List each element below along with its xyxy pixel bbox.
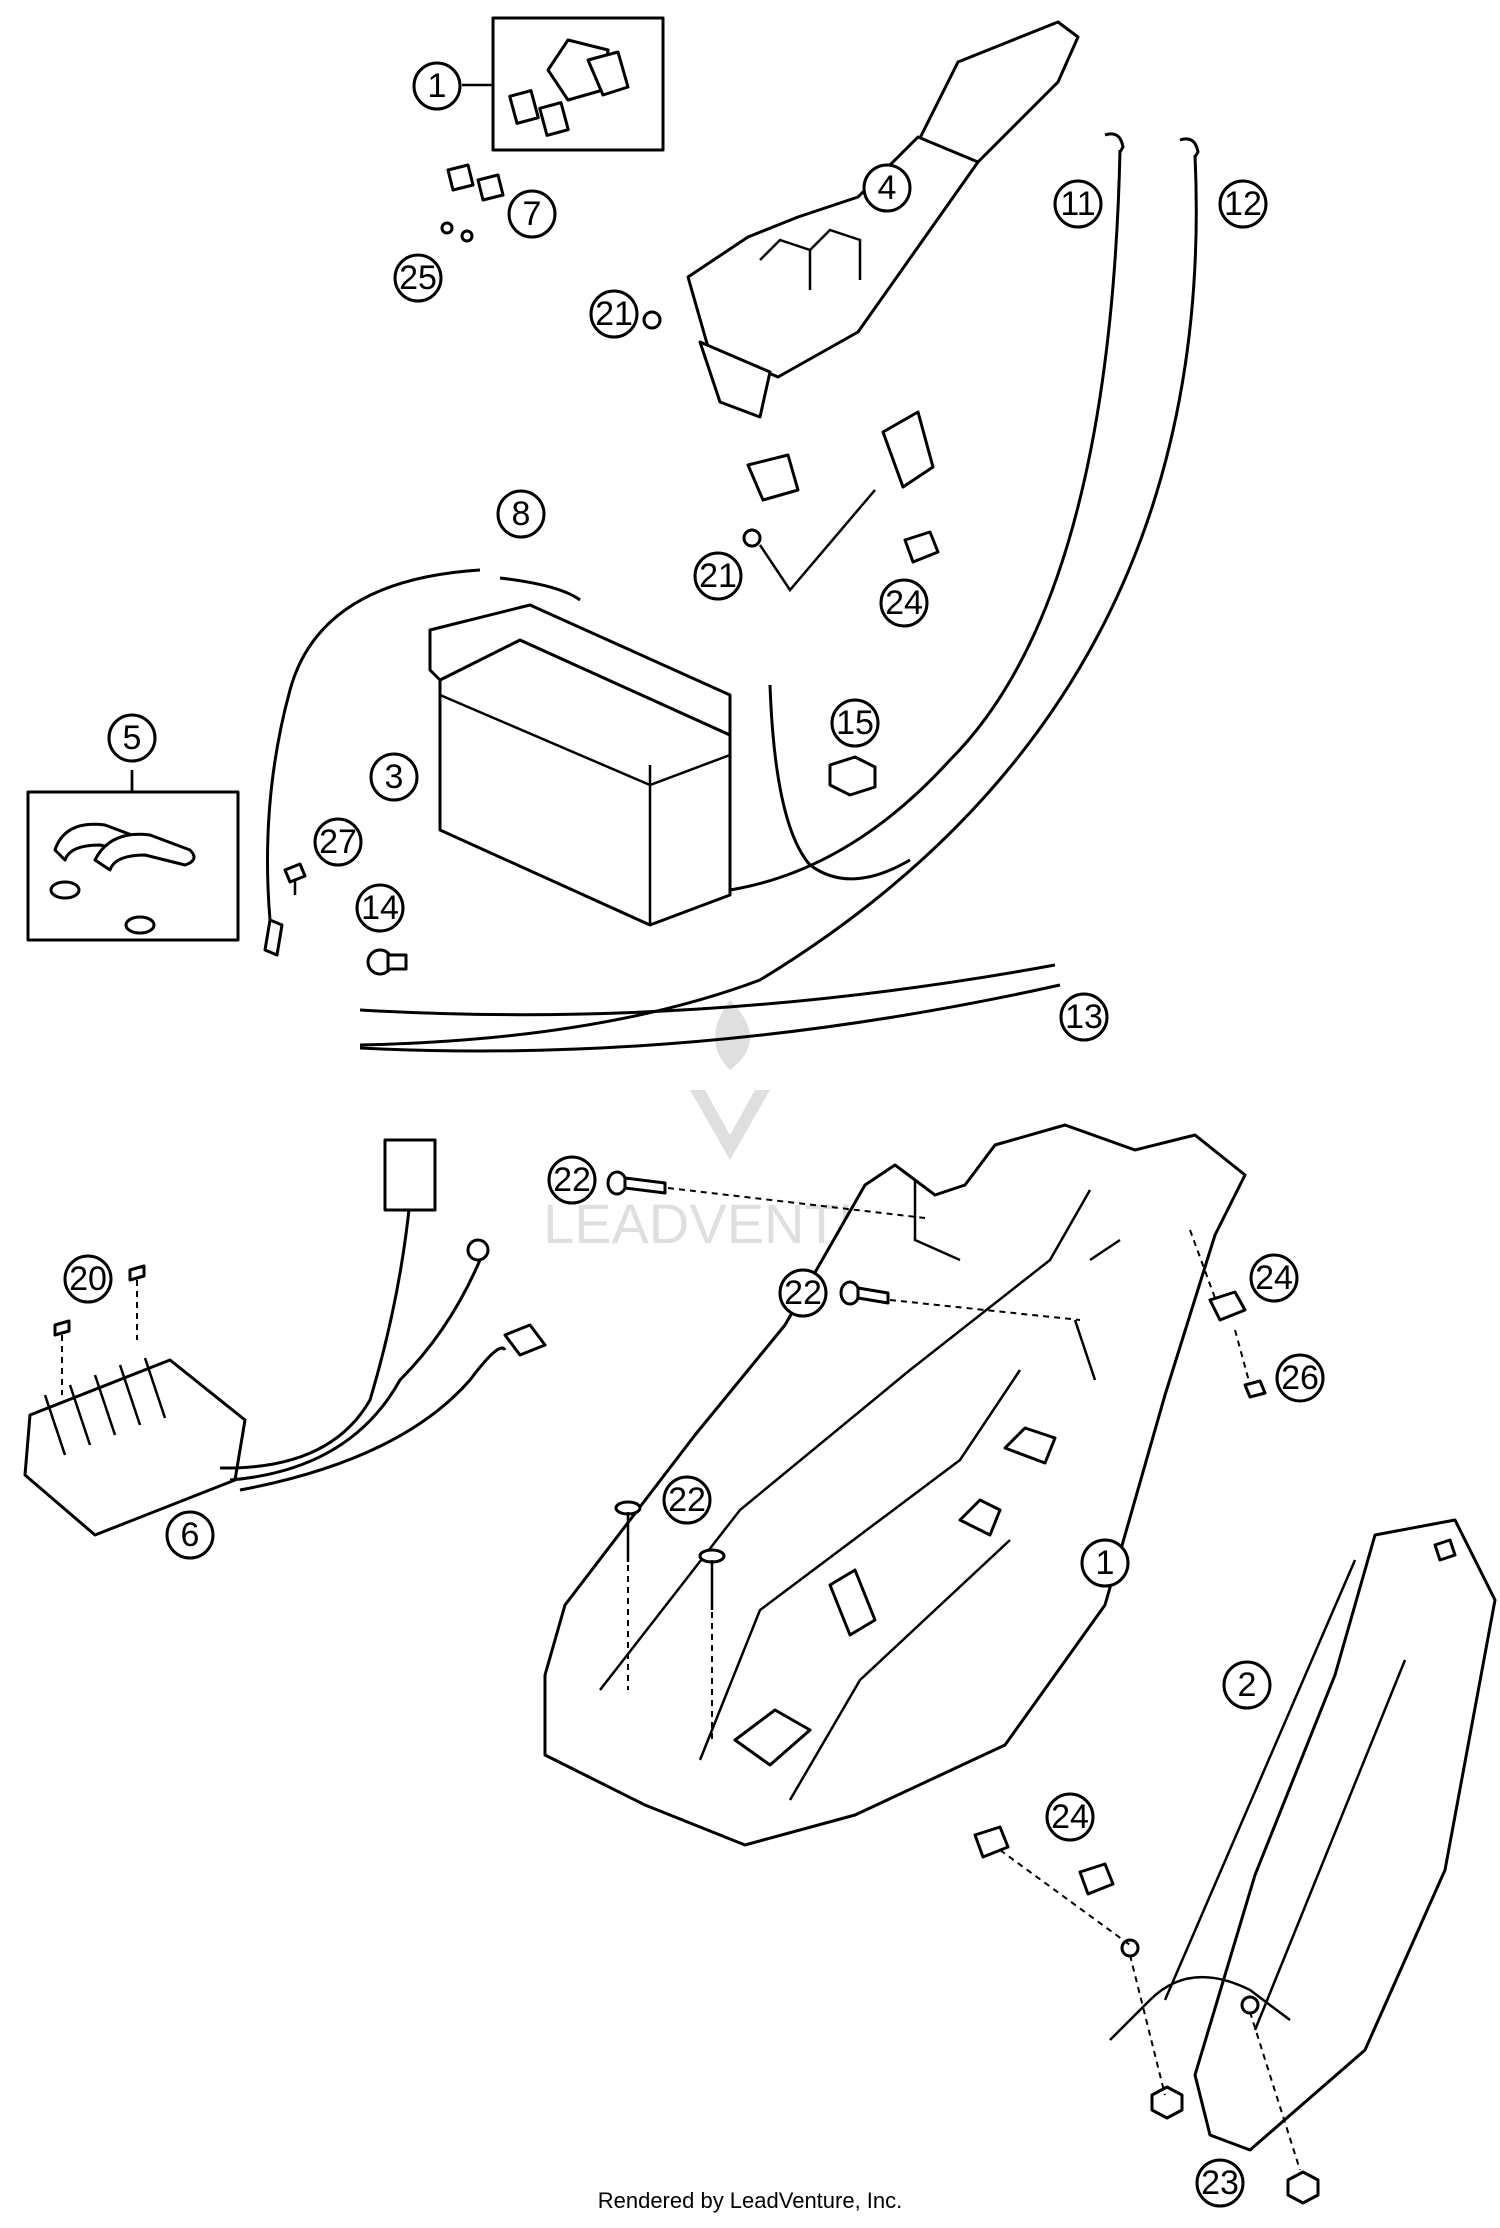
svg-text:23: 23 [1201, 2164, 1239, 2202]
part-6-regulator [23, 1138, 547, 1537]
callout-22-middle: 22 [778, 1268, 828, 1318]
part-3-battery [428, 603, 732, 927]
callout-25: 25 [393, 253, 443, 303]
callout-8: 7 [507, 189, 557, 239]
callout-21-lower: 21 [693, 551, 743, 601]
part-15-fuse [828, 755, 877, 797]
callout-4: 4 [862, 163, 912, 213]
callout-6: 6 [165, 1510, 215, 1560]
svg-text:2: 2 [1238, 1666, 1257, 1704]
part-23-nuts [1129, 1954, 1320, 2205]
footer-credit: Rendered by LeadVenture, Inc. [597, 2188, 903, 2213]
part-14-bulb [366, 948, 408, 976]
svg-text:5: 5 [123, 719, 142, 757]
callout-24-upper: 24 [879, 578, 929, 628]
part-25-screws [440, 221, 474, 243]
callout-14: 14 [355, 883, 405, 933]
callout-22-top: 22 [547, 1155, 597, 1205]
part-20-screws [53, 1264, 146, 1395]
callout-21-upper: 21 [589, 289, 639, 339]
part-1-battery-tray [543, 1123, 1247, 1847]
svg-text:20: 20 [69, 1260, 107, 1298]
svg-text:25: 25 [399, 259, 437, 297]
svg-text:11: 11 [1060, 185, 1095, 223]
part-10-cable [263, 568, 581, 957]
callout-10: 8 [496, 489, 546, 539]
callout-27: 27 [313, 817, 363, 867]
callout-24-tray: 24 [1249, 1253, 1299, 1303]
svg-text:24: 24 [885, 584, 923, 622]
callout-23: 23 [1195, 2158, 1245, 2208]
svg-text:4: 4 [878, 169, 897, 207]
svg-text:1: 1 [1096, 1544, 1115, 1582]
svg-text:13: 13 [1065, 998, 1103, 1036]
svg-text:26: 26 [1281, 1359, 1319, 1397]
svg-text:3: 3 [385, 758, 404, 796]
svg-text:15: 15 [836, 704, 874, 742]
svg-text:21: 21 [595, 295, 633, 333]
part-2-cover [1109, 1518, 1497, 2152]
callout-3: 3 [369, 752, 419, 802]
svg-text:1: 1 [428, 67, 447, 105]
callout-20: 20 [63, 1254, 113, 1304]
callout-11: 11 [1053, 179, 1103, 229]
svg-text:22: 22 [784, 1274, 822, 1312]
svg-text:22: 22 [668, 1481, 706, 1519]
svg-text:6: 6 [181, 1516, 200, 1554]
callout-26: 26 [1275, 1353, 1325, 1403]
part-7-connector-kit [491, 16, 665, 152]
svg-text:12: 12 [1224, 185, 1262, 223]
svg-text:8: 8 [512, 495, 531, 533]
callout-1: 1 [1080, 1538, 1130, 1588]
callout-7: 1 [412, 61, 462, 111]
callouts: 1 7 25 4 11 12 21 8 21 24 15 3 5 27 14 1… [63, 61, 1325, 2208]
callout-15: 15 [830, 698, 880, 748]
part-24-clip-tray [1189, 1229, 1247, 1322]
svg-text:24: 24 [1255, 1259, 1293, 1297]
svg-text:22: 22 [553, 1161, 591, 1199]
part-21-bolts [642, 310, 876, 593]
part-26-screw [1234, 1329, 1267, 1399]
part-12-cable [359, 137, 1200, 1047]
callout-12: 12 [1218, 179, 1268, 229]
part-24-clips-lower [973, 1825, 1131, 1946]
callout-2: 2 [1222, 1660, 1272, 1710]
svg-text:27: 27 [319, 823, 357, 861]
part-8-clips [446, 163, 505, 202]
part-13-cables [359, 963, 1061, 1053]
svg-text:21: 21 [699, 557, 737, 595]
callout-13: 13 [1059, 992, 1109, 1042]
callout-24-lower: 24 [1045, 1792, 1095, 1842]
callout-5: 5 [107, 713, 157, 763]
part-24-clip-upper [903, 530, 940, 564]
callout-22-bottom: 22 [662, 1475, 712, 1525]
part-5-handles [26, 772, 240, 942]
svg-text:7: 7 [523, 195, 542, 233]
svg-text:24: 24 [1051, 1798, 1089, 1836]
part-27-screw [283, 862, 307, 895]
part-4-bracket [686, 20, 1080, 502]
part-11-cable [729, 132, 1125, 892]
part-22-bolts [606, 1170, 1081, 1740]
svg-text:14: 14 [361, 889, 399, 927]
leader-lines [130, 83, 493, 792]
